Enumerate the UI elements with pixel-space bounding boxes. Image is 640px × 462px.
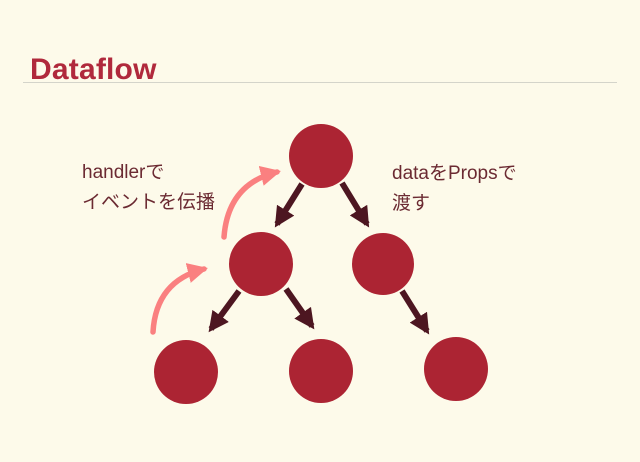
props-arrow-root-to-child-right [339, 181, 370, 228]
props-arrow-root-to-child-left [274, 182, 305, 228]
node-leaf-middle [289, 339, 353, 403]
note-data-props: dataをPropsで 渡す [392, 159, 517, 219]
event-arrows [150, 165, 281, 335]
note-line: 渡す [392, 193, 431, 214]
node-leaf-left [154, 340, 218, 404]
page-title: Dataflow [30, 53, 157, 87]
props-arrows [208, 181, 430, 335]
note-handler-events: handlerで イベントを伝播 [82, 158, 215, 218]
title-divider [23, 82, 617, 83]
component-nodes [154, 124, 488, 404]
props-arrow-child-right-to-leaf-right [399, 289, 430, 335]
node-leaf-right [424, 337, 488, 401]
event-arrow-to-child-left [150, 263, 208, 335]
props-arrow-child-left-to-leaf-left [208, 289, 242, 333]
node-root [289, 124, 353, 188]
note-line: イベントを伝播 [82, 192, 216, 213]
event-arrow-to-root [221, 165, 281, 240]
note-line: dataをPropsで [392, 163, 517, 184]
node-child-left [229, 232, 293, 296]
props-arrow-child-left-to-leaf-middle [283, 287, 315, 330]
note-line: handlerで [82, 162, 165, 183]
node-child-right [352, 233, 414, 295]
